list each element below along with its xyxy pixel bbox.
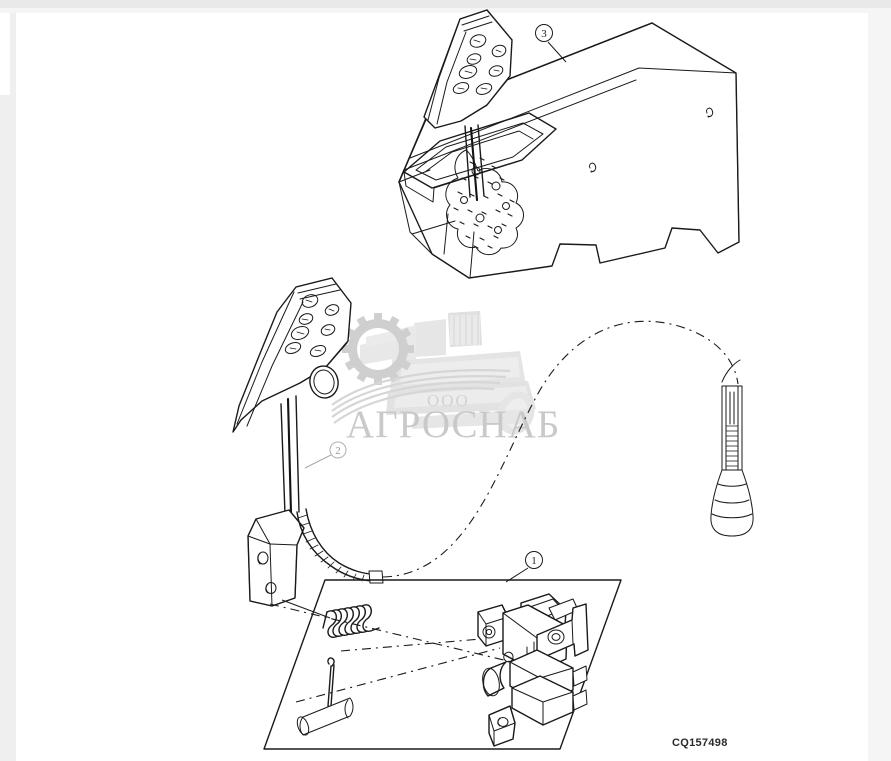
lever-stem: [280, 395, 300, 515]
lever-button-group: [284, 294, 340, 358]
compression-spring: [322, 604, 380, 638]
console-cover-body: [398, 22, 740, 279]
callout-1-number: 1: [531, 555, 537, 567]
joystick-lever-assembly: [232, 277, 384, 607]
page-frame-top-strip: [0, 0, 891, 8]
lever-handle: [232, 277, 352, 433]
detail-frame-outline: [263, 579, 622, 750]
joystick-base-mechanism: [445, 149, 524, 256]
cable-sheath-corrugated: [296, 508, 384, 584]
callout-2[interactable]: 2: [304, 441, 347, 469]
page-frame-left-notch: [0, 13, 10, 95]
console-assembly: [398, 9, 740, 279]
callout-2-number: 2: [335, 445, 341, 457]
console-top-opening: [403, 112, 557, 203]
clevis-pin: [296, 697, 354, 736]
handle-button-group: [452, 34, 507, 95]
callout-1-circle[interactable]: [525, 551, 543, 569]
page-frame-top-strip-2: [0, 8, 891, 13]
cable-end-fitting: [710, 359, 754, 537]
lever-mounting-bracket: [247, 509, 305, 607]
console-joystick-handle: [423, 9, 513, 129]
callout-2-circle[interactable]: [329, 441, 347, 459]
cotter-pin: [327, 657, 335, 721]
callout-3-number: 3: [541, 28, 547, 40]
page-frame-left-strip: [0, 13, 16, 761]
page-frame-right-strip: [868, 13, 891, 761]
part-number-label: CQ157498: [672, 737, 728, 749]
lever-pivot-boss: [309, 365, 339, 399]
valve-latch-block: [477, 593, 589, 747]
bracket-to-frame-leader: [281, 599, 331, 619]
callout-3-circle[interactable]: [535, 24, 553, 42]
console-joystick-shaft: [464, 124, 485, 202]
control-cable: [382, 320, 754, 578]
callout-3[interactable]: 3: [535, 24, 567, 63]
callout-1[interactable]: 1: [505, 551, 543, 583]
valve-kit-detail-frame: [263, 579, 622, 750]
assembly-centerlines: [269, 603, 517, 703]
